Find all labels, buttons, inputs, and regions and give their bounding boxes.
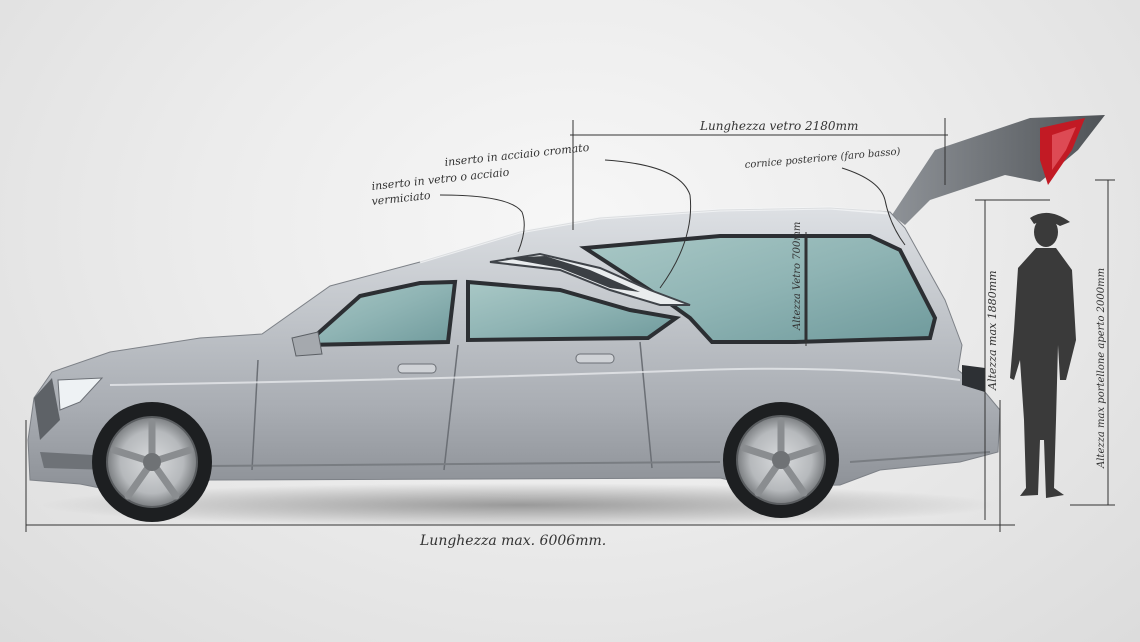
rear-door-window: [466, 279, 682, 343]
rear-glass-window: [579, 234, 938, 344]
rear-wheel: [723, 402, 839, 518]
front-wheel: [92, 402, 212, 522]
rear-length-label: Lunghezza vetro 2180mm: [699, 119, 858, 133]
door-handle-rear: [575, 353, 615, 364]
chrome-insert-label: inserto in acciaio cromato: [444, 141, 590, 169]
side-mirror: [291, 331, 323, 357]
open-tailgate: [892, 115, 1105, 225]
max-height-label: Altezza max 1880mm: [986, 270, 999, 391]
glass-insert-label-1: inserto in vetro o acciaio: [371, 166, 510, 193]
glass-insert-label-2: vermiciato: [371, 189, 432, 208]
front-grille: [34, 378, 60, 440]
rear-frame-label: cornice posteriore (faro basso): [744, 146, 901, 171]
glass-height-label: Altezza Vetro 700mm: [792, 222, 803, 331]
sketch-lines: [25, 118, 1115, 532]
door-handle-front: [397, 363, 437, 374]
person-silhouette: [1010, 212, 1076, 498]
open-door-height-label: Altezza max portellone aperto 2000mm: [1096, 268, 1107, 469]
rear-compartment-edge: [962, 365, 985, 392]
front-window: [299, 279, 458, 348]
headlight: [57, 377, 104, 411]
total-length-label: Lunghezza max. 6006mm.: [419, 533, 606, 549]
